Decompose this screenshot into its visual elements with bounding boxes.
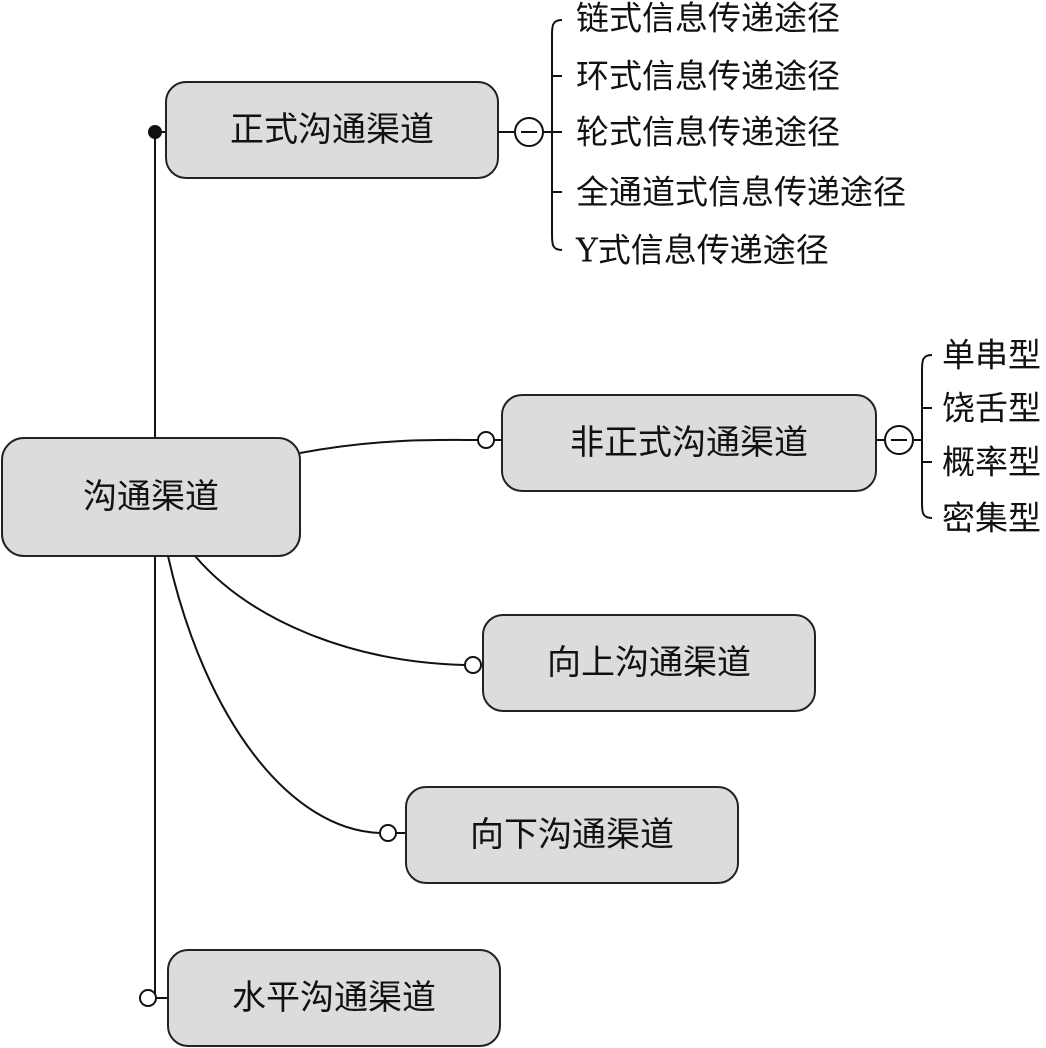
informal-children-bracket: [913, 354, 933, 519]
node-informal[interactable]: 非正式沟通渠道: [501, 394, 877, 492]
node-formal[interactable]: 正式沟通渠道: [165, 81, 499, 179]
node-horizontal-box: [167, 949, 501, 1047]
node-formal-box: [165, 81, 499, 179]
connector-informal: [299, 438, 479, 454]
port-downward[interactable]: [379, 824, 397, 842]
formal-child-chain[interactable]: 链式信息传递途径: [576, 0, 840, 38]
formal-children: 链式信息传递途径 环式信息传递途径 轮式信息传递途径 全通道式信息传递途径 Y式…: [575, 0, 906, 270]
node-informal-box: [501, 394, 877, 492]
node-upward-label: 向上沟通渠道: [547, 643, 751, 683]
formal-collapse-toggle[interactable]: [514, 117, 544, 147]
port-horizontal[interactable]: [139, 989, 157, 1007]
node-formal-label: 正式沟通渠道: [230, 110, 434, 150]
formal-child-circle[interactable]: 环式信息传递途径: [576, 57, 840, 96]
node-upward[interactable]: 向上沟通渠道: [482, 614, 816, 712]
connectors: [140, 131, 479, 999]
informal-child-cluster[interactable]: 密集型: [942, 499, 1041, 538]
informal-child-gossip[interactable]: 饶舌型: [942, 389, 1041, 428]
node-root[interactable]: 沟通渠道: [1, 437, 301, 557]
node-horizontal[interactable]: 水平沟通渠道: [167, 949, 501, 1047]
informal-child-probability[interactable]: 概率型: [942, 443, 1041, 482]
formal-child-y[interactable]: Y式信息传递途径: [575, 231, 829, 270]
node-upward-box: [482, 614, 816, 712]
connector-downward: [167, 555, 381, 834]
node-downward-box: [405, 786, 739, 884]
connector-upward: [194, 555, 466, 666]
node-downward[interactable]: 向下沟通渠道: [405, 786, 739, 884]
node-root-box: [1, 437, 301, 557]
formal-child-wheel[interactable]: 轮式信息传递途径: [576, 113, 840, 152]
informal-child-single-strand[interactable]: 单串型: [942, 336, 1041, 375]
node-root-label: 沟通渠道: [83, 477, 219, 517]
node-downward-label: 向下沟通渠道: [470, 815, 674, 855]
node-horizontal-label: 水平沟通渠道: [232, 978, 436, 1018]
port-formal[interactable]: [148, 125, 162, 139]
informal-children: 单串型 饶舌型 概率型 密集型: [942, 336, 1041, 538]
port-upward[interactable]: [464, 656, 482, 674]
node-informal-label: 非正式沟通渠道: [570, 423, 808, 463]
port-informal[interactable]: [477, 431, 495, 449]
formal-children-bracket: [543, 19, 563, 251]
informal-collapse-toggle[interactable]: [884, 425, 914, 455]
formal-child-all-channel[interactable]: 全通道式信息传递途径: [576, 173, 906, 212]
